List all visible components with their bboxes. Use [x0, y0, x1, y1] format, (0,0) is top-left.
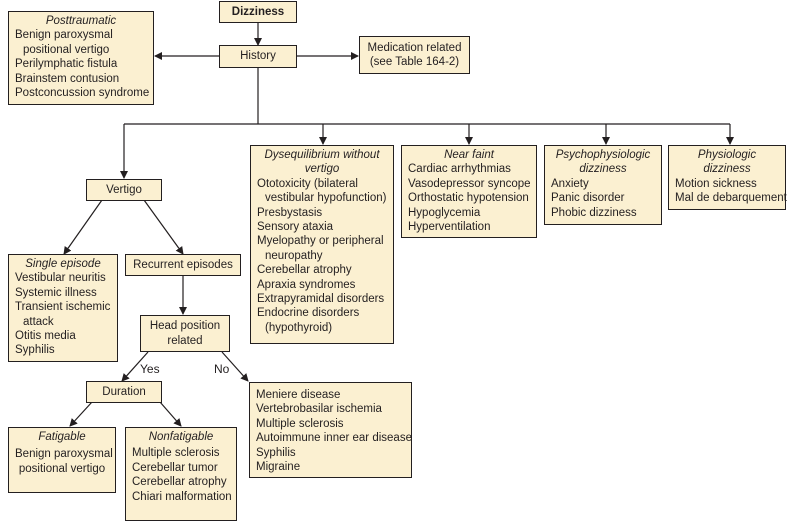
- physiologic-title-1: Physiologic: [697, 149, 757, 161]
- nonfatigable-item: Cerebellar atrophy: [132, 476, 227, 489]
- dysequilibrium-item: vestibular hypofunction): [265, 192, 387, 205]
- posttraumatic-item: Perilymphatic fistula: [15, 58, 118, 71]
- dysequilibrium-title-2: vertigo: [304, 163, 340, 176]
- no-branch-item: Multiple sclerosis: [256, 417, 344, 430]
- psychophysiologic-title-1: Psychophysiologic: [555, 149, 651, 161]
- dysequilibrium-item: Cerebellar atrophy: [257, 264, 352, 277]
- near-faint-item: Vasodepressor syncope: [408, 177, 531, 190]
- dysequilibrium-item: Extrapyramidal disorders: [257, 293, 385, 306]
- node-duration: Duration: [86, 381, 162, 403]
- no-branch-item: Autoimmune inner ear disease: [256, 432, 412, 445]
- no-branch-item: Migraine: [256, 461, 301, 474]
- node-vertigo-label: Vertigo: [106, 183, 142, 196]
- medication-line-2: (see Table 164-2): [369, 56, 460, 68]
- node-head-position: Head position related: [140, 315, 230, 352]
- posttraumatic-item: positional vertigo: [23, 43, 110, 56]
- physiologic-item: Mal de debarquement: [675, 192, 787, 205]
- dysequilibrium-title-1: Dysequilibrium without: [264, 149, 380, 161]
- psychophysiologic-item: Anxiety: [551, 177, 589, 190]
- edge-label-yes: Yes: [140, 362, 160, 376]
- medication-line-1: Medication related: [367, 41, 462, 54]
- physiologic-item: Motion sickness: [675, 177, 757, 190]
- box-single-episode: Single episode Vestibular neuritis Syste…: [8, 254, 118, 362]
- node-recurrent-label: Recurrent episodes: [133, 258, 233, 271]
- dysequilibrium-item: Myelopathy or peripheral: [257, 235, 384, 248]
- edge-duration-fatigable: [69, 401, 93, 427]
- box-psychophysiologic: Psychophysiologic dizziness Anxiety Pani…: [544, 145, 662, 225]
- node-history: History: [219, 45, 297, 68]
- single-episode-item: Systemic illness: [15, 286, 97, 299]
- nonfatigable-title: Nonfatigable: [148, 431, 214, 443]
- node-dizziness: Dizziness: [219, 1, 297, 23]
- edge-headpos-duration: [121, 351, 149, 382]
- no-branch-item: Vertebrobasilar ischemia: [256, 403, 382, 416]
- near-faint-item: Hypoglycemia: [408, 206, 481, 219]
- posttraumatic-item: Postconcussion syndrome: [15, 87, 150, 100]
- single-episode-item: Transient ischemic: [15, 301, 111, 314]
- single-episode-item: attack: [23, 315, 54, 328]
- box-nonfatigable: Nonfatigable Multiple sclerosis Cerebell…: [125, 427, 237, 521]
- box-near-faint: Near faint Cardiac arrhythmias Vasodepre…: [401, 145, 537, 238]
- box-physiologic: Physiologic dizziness Motion sickness Ma…: [668, 145, 787, 210]
- psychophysiologic-title-2: dizziness: [579, 163, 627, 176]
- nonfatigable-item: Chiari malformation: [132, 490, 232, 503]
- dysequilibrium-item: Ototoxicity (bilateral: [257, 177, 358, 190]
- near-faint-item: Hyperventilation: [408, 221, 491, 234]
- posttraumatic-item: Brainstem contusion: [15, 72, 120, 85]
- node-vertigo: Vertigo: [86, 179, 162, 201]
- dysequilibrium-item: Endocrine disorders: [257, 307, 360, 320]
- headpos-line-1: Head position: [149, 320, 221, 333]
- single-episode-item: Vestibular neuritis: [15, 272, 106, 285]
- node-history-label: History: [240, 50, 276, 63]
- no-branch-item: Meniere disease: [256, 389, 341, 401]
- box-no-branch: Meniere disease Vertebrobasilar ischemia…: [249, 382, 412, 478]
- edge-vertigo-recurrent: [143, 199, 184, 255]
- box-fatigable: Fatigable Benign paroxysmal positional v…: [8, 427, 116, 493]
- dysequilibrium-item: neuropathy: [265, 249, 323, 262]
- edge-duration-nonfatigable: [159, 401, 182, 427]
- dysequilibrium-item: Apraxia syndromes: [257, 278, 356, 291]
- near-faint-title: Near faint: [444, 149, 494, 161]
- edge-vertigo-single: [63, 199, 103, 255]
- near-faint-item: Cardiac arrhythmias: [408, 163, 511, 176]
- single-episode-item: Otitis media: [15, 330, 76, 343]
- node-medication-related: Medication related (see Table 164-2): [359, 36, 470, 74]
- physiologic-title-2: dizziness: [703, 163, 751, 176]
- posttraumatic-title: Posttraumatic: [45, 15, 117, 27]
- node-dizziness-label: Dizziness: [231, 5, 285, 18]
- no-branch-item: Syphilis: [256, 446, 296, 459]
- box-posttraumatic: Posttraumatic Benign paroxysmal position…: [8, 11, 154, 105]
- dysequilibrium-item: (hypothyroid): [265, 321, 333, 334]
- single-episode-item: Syphilis: [15, 344, 55, 357]
- fatigable-item: positional vertigo: [18, 462, 106, 475]
- node-recurrent-episodes: Recurrent episodes: [125, 254, 241, 276]
- dysequilibrium-item: Sensory ataxia: [257, 221, 334, 234]
- psychophysiologic-item: Panic disorder: [551, 192, 625, 205]
- fatigable-title: Fatigable: [38, 431, 86, 443]
- nonfatigable-item: Cerebellar tumor: [132, 461, 218, 474]
- psychophysiologic-item: Phobic dizziness: [551, 206, 637, 219]
- near-faint-item: Orthostatic hypotension: [408, 192, 529, 205]
- node-duration-label: Duration: [102, 385, 146, 398]
- edge-label-no: No: [214, 362, 230, 376]
- dysequilibrium-item: Presbystasis: [257, 206, 323, 219]
- box-dysequilibrium: Dysequilibrium without vertigo Ototoxici…: [250, 145, 394, 344]
- fatigable-item: Benign paroxysmal: [15, 448, 113, 461]
- nonfatigable-item: Multiple sclerosis: [132, 447, 220, 460]
- posttraumatic-item: Benign paroxysmal: [15, 29, 113, 42]
- edge-headpos-no: [221, 351, 249, 382]
- single-episode-title: Single episode: [25, 258, 101, 270]
- headpos-line-2: related: [167, 334, 203, 347]
